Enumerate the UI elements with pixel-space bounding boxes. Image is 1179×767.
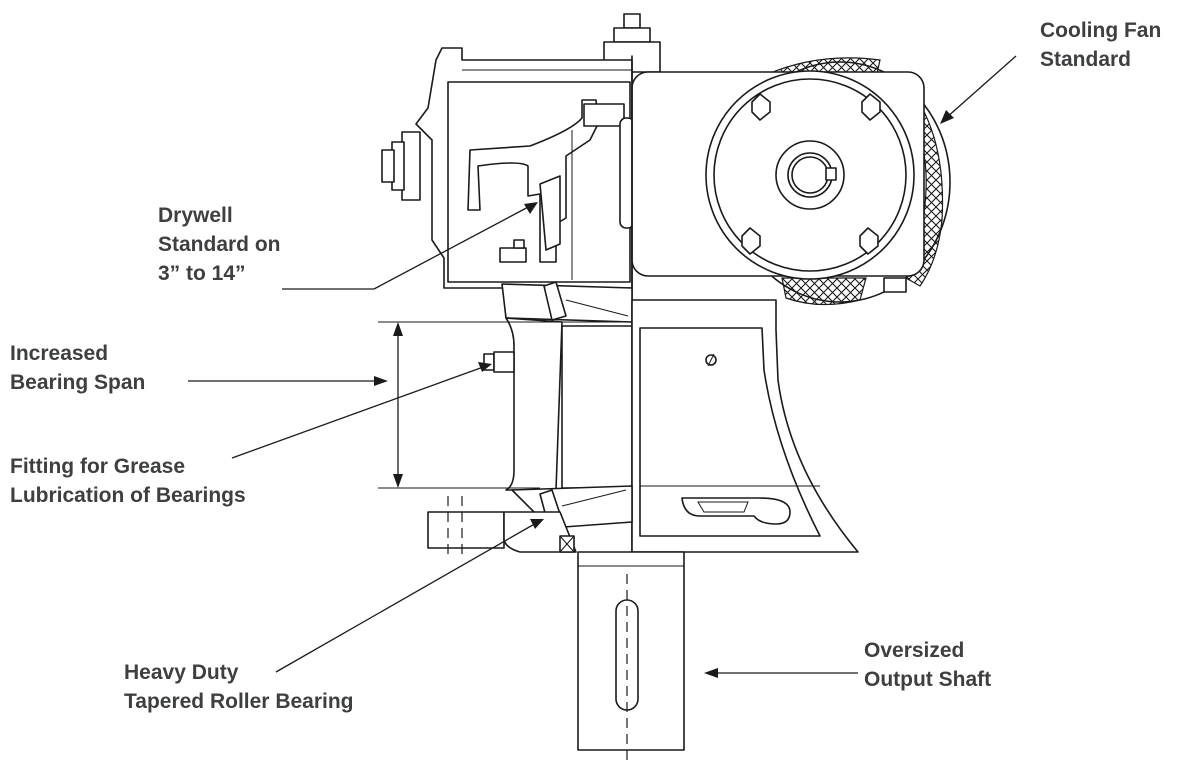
grease-fitting-label: Fitting for Grease Lubrication of Bearin… bbox=[10, 455, 246, 507]
bearing-housing bbox=[483, 317, 633, 491]
bearing-span-label: Increased Bearing Span bbox=[10, 342, 146, 394]
roller-bearing-label: Heavy Duty Tapered Roller Bearing bbox=[124, 661, 354, 713]
drywell-label: Drywell Standard on 3” to 14” bbox=[158, 204, 281, 285]
gear-housing bbox=[381, 47, 635, 289]
cooling-fan-leader bbox=[945, 55, 1017, 119]
leader-lines bbox=[188, 55, 1017, 678]
output-shaft-label: Oversized Output Shaft bbox=[864, 639, 992, 691]
bearing-span-dimension bbox=[378, 321, 622, 489]
lower-bearing-cap bbox=[427, 485, 633, 560]
output-shaft bbox=[577, 551, 685, 760]
grease-fitting-leader bbox=[231, 365, 487, 459]
motor-flange bbox=[631, 70, 925, 280]
upper-bearing-cap bbox=[501, 281, 633, 323]
cooling-fan-label: Cooling Fan Standard bbox=[1040, 19, 1162, 71]
roller-bearing-leader bbox=[275, 521, 539, 673]
mounting-base bbox=[631, 299, 859, 553]
